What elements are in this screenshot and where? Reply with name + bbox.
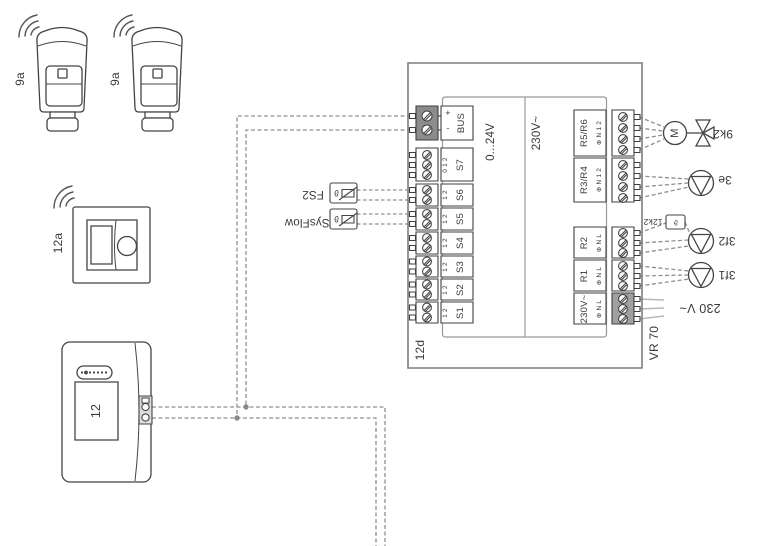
contact-thermostat-symbol	[666, 215, 685, 229]
terminal-mains-label: 230V~	[578, 294, 590, 323]
thermostat-9a-left	[37, 28, 87, 132]
terminal-r5r6-label: R5/R6	[578, 119, 590, 147]
pump-3f2-symbol	[689, 229, 714, 254]
sensor-terminal-column	[410, 106, 474, 323]
label-mains-supply: 230 V~	[679, 300, 721, 315]
label-sensor-sysflow: SysFlow	[284, 216, 330, 229]
label-wiring-center: 12d	[413, 339, 427, 361]
relay-terminal-column	[574, 110, 640, 324]
label-room-control: 12a	[51, 232, 65, 254]
mains-wires	[639, 299, 664, 319]
wireless-waves-9a-right	[114, 15, 134, 37]
label-control-unit: 12	[88, 403, 103, 419]
label-mixer-valve: 9k2	[713, 127, 733, 141]
motor-circle	[664, 122, 687, 145]
contact-thermostat-theta: ϑ	[673, 217, 678, 227]
wireless-waves-9a-left	[19, 15, 39, 37]
terminal-s7-label: S7	[455, 158, 467, 171]
room-control-12a	[73, 207, 150, 283]
label-pump-3e: 3e	[718, 173, 732, 187]
bus-wires	[152, 116, 411, 546]
low-voltage-label: 0...24V	[485, 123, 498, 161]
bus-minus-label: -	[446, 123, 450, 133]
label-pump-3f1: 3f1	[718, 268, 736, 282]
sensor-sysflow-theta: ϑ	[333, 214, 340, 225]
mixer-valve-symbol	[664, 120, 715, 146]
terminal-s1-label: S1	[455, 306, 467, 319]
label-pump-3f2: 3f2	[718, 234, 736, 248]
sensor-wires	[357, 190, 411, 224]
pump-3f1-symbol	[689, 263, 714, 288]
terminal-r5r6-pins: ⊕ N 1 2	[595, 120, 603, 146]
terminal-mains-pins: ⊕ N L	[595, 299, 603, 318]
high-voltage-label: 230V~	[531, 115, 544, 151]
bus-label-box	[441, 106, 473, 140]
motor-label: M	[668, 128, 681, 138]
sensor-fs2-symbol	[330, 183, 357, 203]
pump-3e-symbol	[689, 171, 714, 196]
label-contact-thermostat: 12k2	[643, 217, 663, 228]
terminal-r3r4-label: R3/R4	[578, 166, 590, 194]
bus-label: BUS	[456, 112, 468, 134]
control-unit-12-dots	[80, 370, 108, 375]
bus-screw-block	[416, 106, 438, 140]
relay-wires	[639, 117, 690, 286]
terminal-s1-pins: 1 2	[441, 307, 449, 318]
label-thermostat-left: 9a	[13, 72, 27, 86]
bus-plus-label: +	[445, 108, 451, 118]
wireless-waves-12a	[54, 186, 74, 208]
sensor-fs2-theta: ϑ	[333, 188, 340, 199]
thermostat-9a-right	[132, 28, 182, 132]
bus-junction-dots	[234, 404, 249, 421]
label-thermostat-right: 9a	[108, 72, 122, 86]
label-module-vr70: VR 70	[647, 325, 661, 361]
control-unit-12	[62, 342, 152, 482]
terminal-s7-pins: 0 1 2	[441, 156, 449, 173]
sensor-sysflow-symbol	[330, 209, 357, 229]
label-sensor-fs2: FS2	[302, 188, 324, 201]
terminal-r3r4-pins: ⊕ N 1 2	[595, 167, 603, 193]
